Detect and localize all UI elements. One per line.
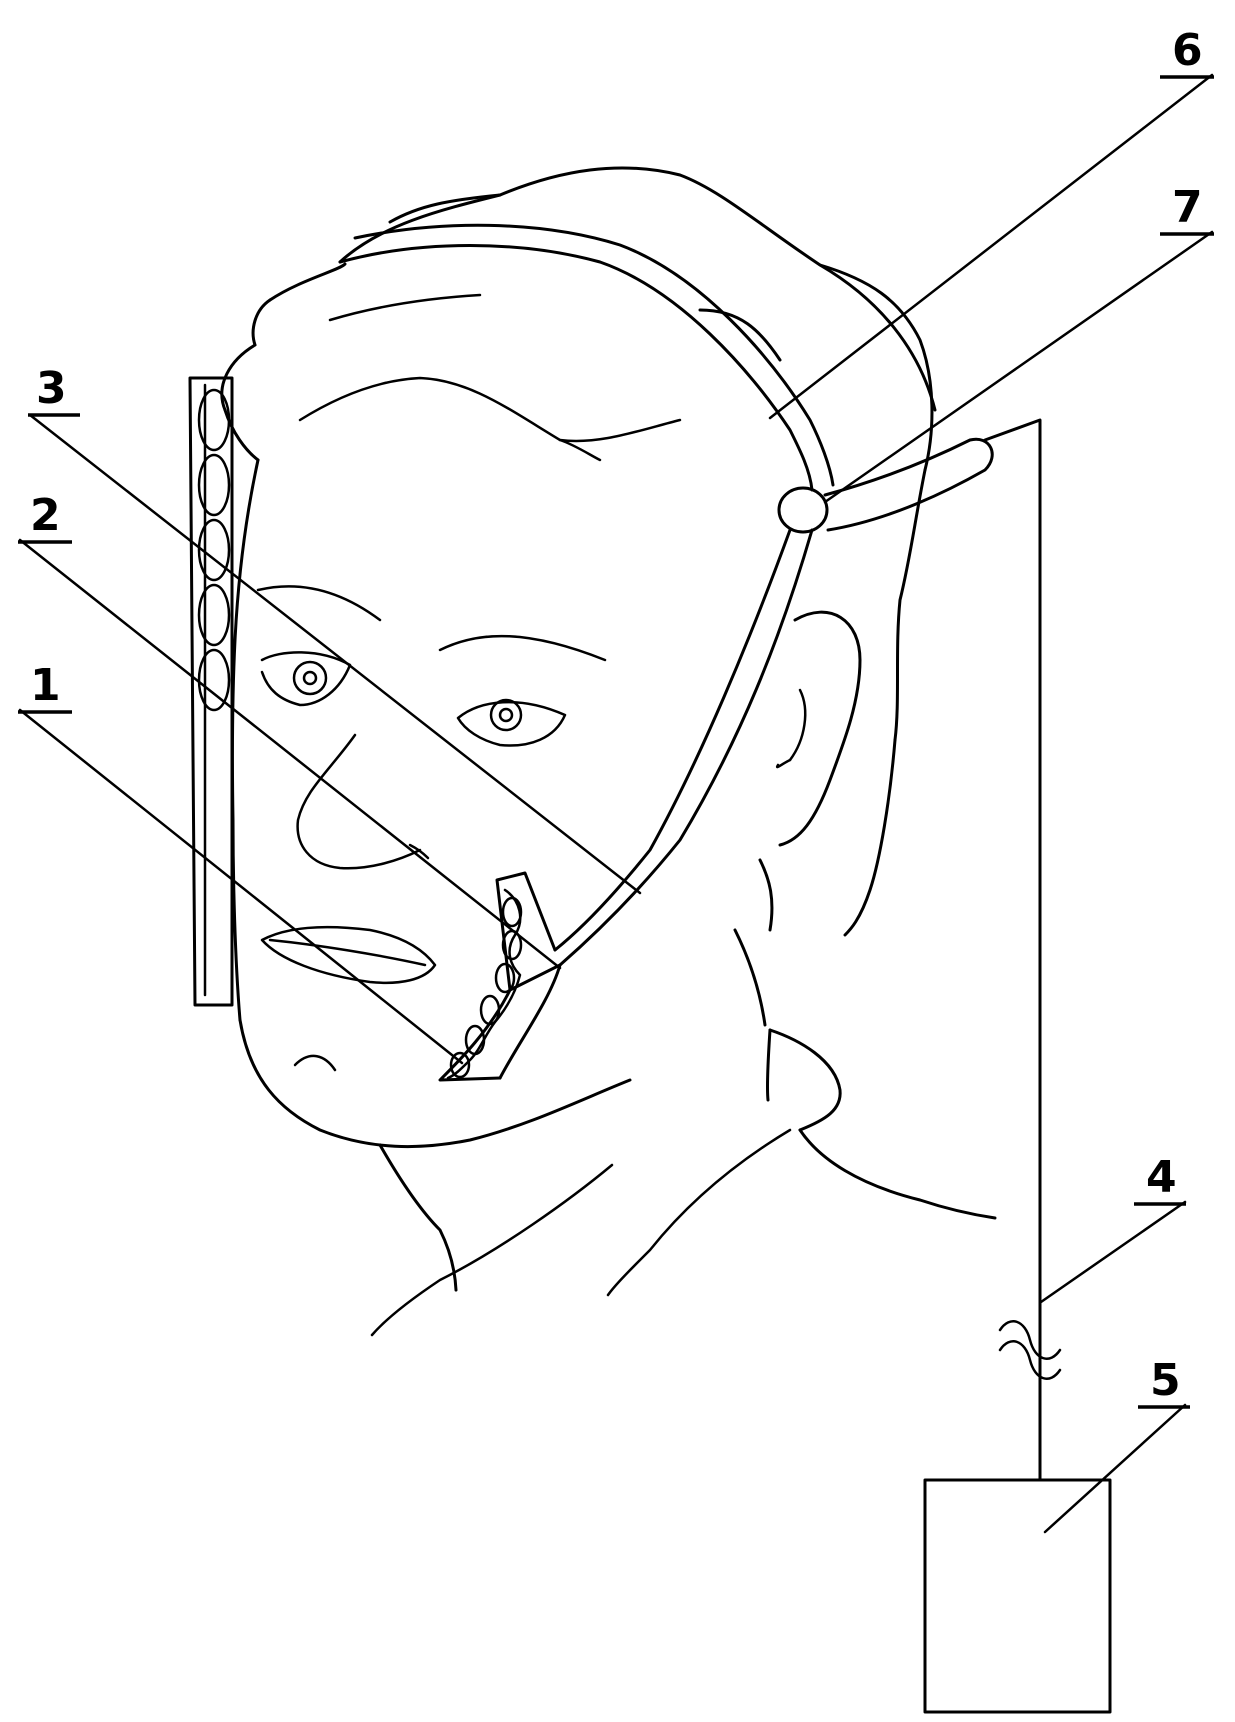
- weight-box: [923, 1478, 1112, 1714]
- headband-strap: [338, 223, 835, 492]
- label-7: 7: [1172, 182, 1203, 233]
- labels: 1 2 3 4 5 6 7: [18, 25, 1214, 1409]
- label-3: 3: [36, 363, 67, 414]
- label-2: 2: [30, 490, 61, 541]
- traction-cable: [998, 1320, 1062, 1380]
- label-4: 4: [1146, 1152, 1177, 1203]
- label-5: 5: [1150, 1355, 1181, 1406]
- label-1: 1: [30, 660, 61, 711]
- label-6: 6: [1172, 25, 1203, 76]
- dental-splint: [188, 376, 234, 1007]
- connector-knob: [777, 418, 1042, 1482]
- leader-lines: [18, 73, 1214, 1534]
- intraoral-arm: [438, 528, 814, 1082]
- head-drawing: [220, 166, 997, 1337]
